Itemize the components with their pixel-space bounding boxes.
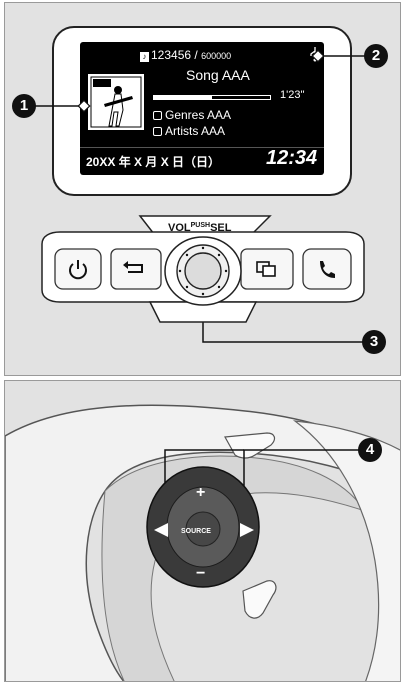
- vol-push-sel-label: VOLPUSHSEL: [168, 222, 231, 234]
- display-screen: ♪123456 / 600000 Song AAA 1'23'' Genres …: [80, 42, 324, 175]
- volume-select-knob[interactable]: [164, 236, 242, 306]
- genre-label: Genres AAA: [165, 108, 232, 122]
- track-number-readout: ♪123456 / 600000: [140, 48, 231, 62]
- artist-icon: [153, 127, 162, 136]
- back-button[interactable]: [110, 248, 162, 290]
- phone-icon: [320, 261, 335, 278]
- clock-readout: 12:34: [266, 147, 318, 169]
- progress-fill: [154, 96, 212, 99]
- left-arrow-icon: [154, 523, 168, 537]
- back-icon: [123, 261, 143, 273]
- volume-up-button[interactable]: +: [196, 484, 206, 501]
- push-label: PUSH: [190, 222, 211, 229]
- callout-3: 3: [362, 330, 386, 354]
- callout-2: 2: [364, 44, 388, 68]
- volume-down-button[interactable]: −: [196, 565, 206, 582]
- status-divider: [80, 147, 324, 148]
- genre-row: Genres AAA: [153, 108, 231, 122]
- callout-4: 4: [358, 438, 382, 462]
- progress-bar: [153, 95, 271, 100]
- menu-button[interactable]: [240, 248, 294, 290]
- power-button[interactable]: [54, 248, 102, 290]
- phone-button[interactable]: [302, 248, 352, 290]
- artist-label: Artists AAA: [165, 124, 226, 138]
- vol-label: VOL: [168, 222, 191, 234]
- sel-label: SEL: [210, 222, 232, 234]
- menu-icon: [256, 261, 276, 277]
- date-readout: 20XX 年 X 月 X 日（日）: [86, 155, 221, 169]
- skip-forward-button[interactable]: [236, 520, 258, 540]
- track-number: 123456: [151, 48, 192, 62]
- lower-steering-switch[interactable]: [242, 580, 277, 619]
- music-note-icon: ♪: [140, 52, 149, 62]
- artist-row: Artists AAA: [153, 124, 225, 138]
- track-separator: /: [194, 48, 198, 62]
- right-arrow-icon: [240, 523, 254, 537]
- power-icon: [69, 260, 87, 280]
- album-art: [88, 74, 144, 130]
- source-button[interactable]: SOURCE: [181, 528, 211, 535]
- callout-1: 1: [12, 94, 36, 118]
- song-title: Song AAA: [186, 67, 250, 83]
- track-total: 600000: [201, 51, 232, 61]
- genre-icon: [153, 111, 162, 120]
- skip-back-button[interactable]: [150, 520, 172, 540]
- elapsed-time: 1'23'': [280, 89, 305, 101]
